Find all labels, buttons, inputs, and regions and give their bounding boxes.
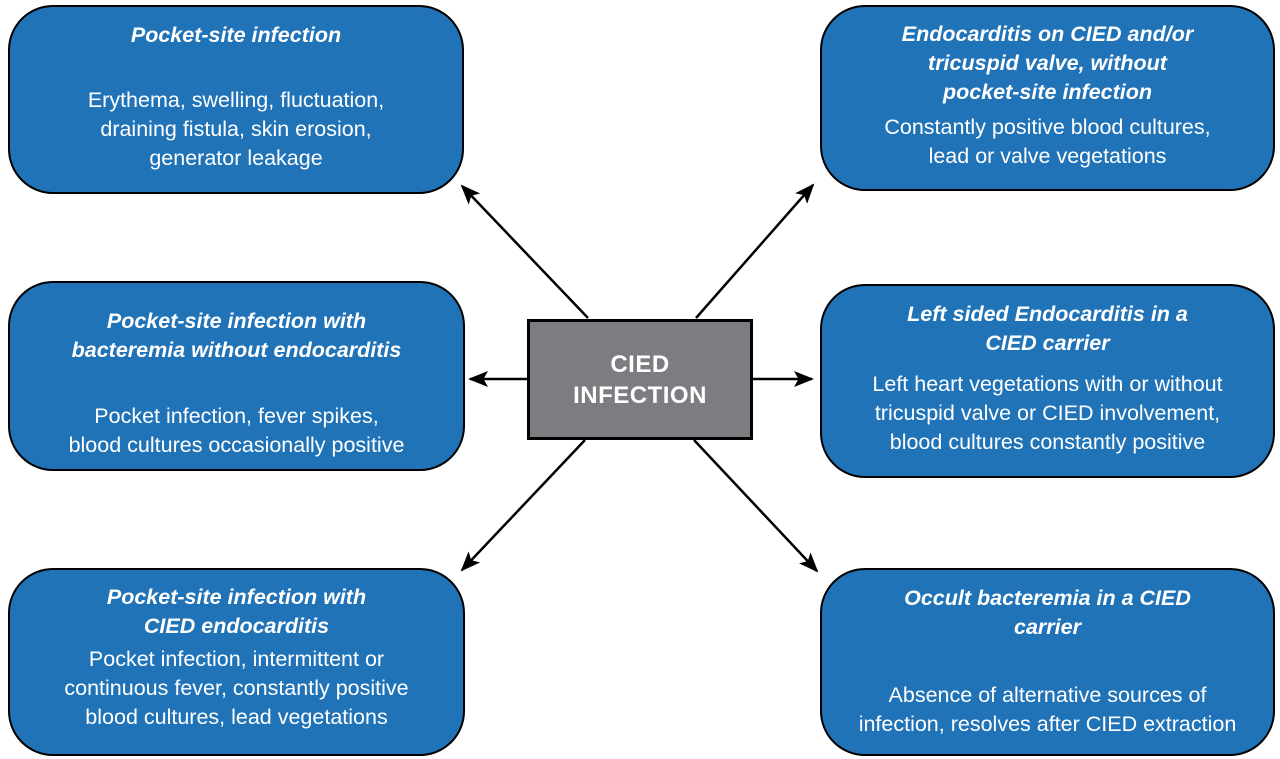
node-pocket-site-infection-with-cied-endocarditis: Pocket-site infection with CIED endocard… [8,568,465,756]
node-body: Absence of alternative sources of infect… [858,683,1237,736]
node-title: Occult bacteremia in a CIED carrier [904,586,1191,639]
node-title: Endocarditis on CIED and/or tricuspid va… [901,22,1194,104]
node-title: Pocket-site infection [130,23,342,47]
node-occult-bacteremia-cied-carrier: Occult bacteremia in a CIED carrier Abse… [820,568,1275,756]
node-endocarditis-on-cied-tricuspid-valve: Endocarditis on CIED and/or tricuspid va… [820,5,1275,191]
center-node-cied-infection: CIED INFECTION [527,319,753,440]
node-title: Left sided Endocarditis in a CIED carrie… [907,302,1188,355]
node-body: Constantly positive blood cultures, lead… [884,115,1211,168]
node-pocket-site-infection: Pocket-site infection Erythema, swelling… [8,5,464,194]
node-body: Left heart vegetations with or without t… [872,372,1223,454]
arrow-to-pocket-site-infection [460,184,589,319]
node-body: Pocket infection, intermittent or contin… [64,647,409,729]
node-body: Pocket infection, fever spikes, blood cu… [68,404,405,457]
node-title: Pocket-site infection with CIED endocard… [106,585,367,638]
arrow-to-endocarditis-on-cied-tricuspid-valve [695,183,815,319]
node-pocket-site-infection-with-bacteremia: Pocket-site infection with bacteremia wi… [8,281,465,471]
arrow-to-pocket-site-infection-with-cied-endocarditis [460,439,586,572]
node-body: Erythema, swelling, fluctuation, drainin… [87,88,385,170]
center-node-label: CIED INFECTION [573,350,707,409]
node-title: Pocket-site infection with bacteremia wi… [71,309,402,362]
node-left-sided-endocarditis-cied-carrier: Left sided Endocarditis in a CIED carrie… [820,284,1275,478]
arrow-to-occult-bacteremia-cied-carrier [693,439,819,573]
